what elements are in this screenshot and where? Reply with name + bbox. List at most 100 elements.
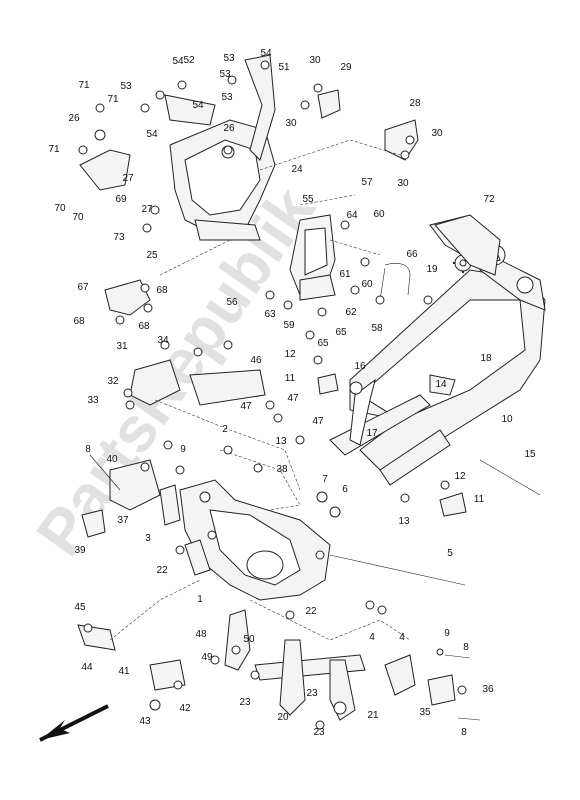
bracket-35: [427, 674, 456, 706]
mount-11-upper: [317, 373, 339, 395]
part-callout-57: 57: [361, 177, 373, 188]
bracket-46: [189, 369, 266, 406]
part-callout-54: 54: [260, 48, 272, 59]
part-callout-73: 73: [113, 232, 125, 243]
part-callout-41: 41: [118, 666, 130, 677]
part-callout-19: 19: [426, 264, 438, 275]
part-callout-59: 59: [283, 320, 295, 331]
part-callout-67: 67: [77, 282, 89, 293]
part-callout-2: 2: [222, 424, 228, 435]
part-callout-52: 52: [183, 55, 195, 66]
part-callout-60: 60: [373, 209, 385, 220]
center-stand: [254, 639, 366, 721]
bolt-8-right: [444, 654, 471, 659]
rear-hook-66: [379, 263, 411, 301]
part-callout-26: 26: [68, 113, 80, 124]
part-callout-29: 29: [340, 62, 352, 73]
part-callout-70: 70: [54, 203, 66, 214]
guard-plate: [384, 654, 416, 696]
part-callout-11: 11: [285, 373, 296, 384]
part-callout-60: 60: [361, 279, 373, 290]
front-arrow-icon: [39, 704, 109, 742]
part-callout-48: 48: [195, 629, 207, 640]
part-callout-68: 68: [156, 285, 168, 296]
part-callout-8: 8: [461, 727, 467, 738]
part-callout-54: 54: [192, 100, 204, 111]
part-callout-28: 28: [409, 98, 421, 109]
part-callout-14: 14: [435, 379, 447, 390]
part-callout-65: 65: [335, 327, 347, 338]
part-callout-66: 66: [406, 249, 418, 260]
part-callout-71: 71: [78, 80, 90, 91]
part-callout-68: 68: [138, 321, 150, 332]
bracket-37: [109, 459, 161, 511]
part-callout-34: 34: [157, 335, 169, 346]
part-callout-35: 35: [419, 707, 431, 718]
part-callout-32: 32: [107, 376, 119, 387]
part-callout-40: 40: [106, 454, 118, 465]
part-callout-4: 4: [399, 632, 405, 643]
bracket-44: [77, 624, 116, 651]
guard-72: [434, 214, 501, 276]
part-callout-53: 53: [223, 53, 235, 64]
bracket-3: [159, 484, 181, 526]
part-callout-9: 9: [180, 444, 186, 455]
mount-11-lower: [439, 492, 467, 517]
part-callout-8: 8: [85, 444, 91, 455]
part-callout-11: 11: [474, 494, 485, 505]
part-callout-18: 18: [480, 353, 492, 364]
part-callout-22: 22: [305, 606, 317, 617]
part-callout-30: 30: [285, 118, 297, 129]
part-callout-63: 63: [264, 309, 276, 320]
part-callout-22: 22: [156, 565, 168, 576]
part-callout-36: 36: [482, 684, 494, 695]
part-callout-3: 3: [145, 533, 151, 544]
part-callout-33: 33: [87, 395, 99, 406]
sidestand-bracket: [224, 609, 251, 671]
stay-69: [79, 149, 131, 191]
part-callout-42: 42: [179, 703, 191, 714]
head-bracket-assembly: [164, 54, 276, 241]
stay-67: [104, 279, 151, 316]
lower-frame: [179, 479, 331, 601]
part-callout-27: 27: [122, 173, 134, 184]
center-bracket: [289, 214, 336, 301]
part-callout-56: 56: [226, 297, 238, 308]
part-callout-64: 64: [346, 210, 358, 221]
part-callout-43: 43: [139, 716, 151, 727]
part-callout-55: 55: [302, 194, 314, 205]
bolt-15: [479, 459, 541, 496]
part-callout-23: 23: [313, 727, 325, 738]
part-callout-50: 50: [243, 634, 255, 645]
part-callout-54: 54: [146, 129, 158, 140]
part-callout-49: 49: [201, 652, 213, 663]
part-callout-72: 72: [483, 194, 495, 205]
reference-lines: [109, 139, 411, 641]
part-callout-37: 37: [117, 515, 129, 526]
part-callout-1: 1: [197, 594, 203, 605]
part-callout-30: 30: [309, 55, 321, 66]
part-callout-30: 30: [397, 178, 409, 189]
part-callout-23: 23: [306, 688, 318, 699]
part-callout-71: 71: [107, 94, 119, 105]
part-callout-39: 39: [74, 545, 86, 556]
main-frame: [329, 214, 546, 486]
part-callout-13: 13: [275, 436, 287, 447]
part-callout-69: 69: [115, 194, 127, 205]
part-callout-54: 54: [172, 56, 184, 67]
part-callout-17: 17: [366, 428, 378, 439]
bracket-29: [317, 89, 341, 119]
part-callout-30: 30: [431, 128, 443, 139]
part-callout-53: 53: [120, 81, 132, 92]
bushing-39: [81, 509, 106, 538]
part-callout-53: 53: [221, 92, 233, 103]
part-callout-70: 70: [72, 212, 84, 223]
part-callout-25: 25: [146, 250, 158, 261]
part-callout-51: 51: [278, 62, 290, 73]
part-callout-13: 13: [398, 516, 410, 527]
part-callout-23: 23: [239, 697, 251, 708]
part-callout-10: 10: [501, 414, 513, 425]
part-callout-58: 58: [371, 323, 383, 334]
